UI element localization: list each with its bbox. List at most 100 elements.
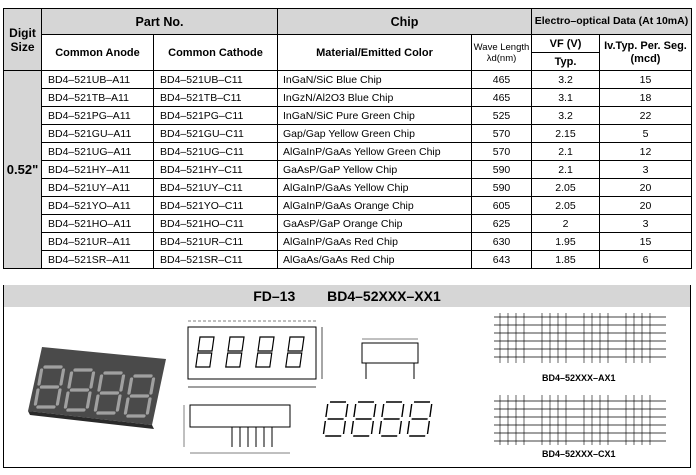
wave-cell: 630	[471, 232, 532, 251]
wave-cell: 570	[471, 142, 532, 161]
anode-part-cell: BD4–521PG–A11	[41, 106, 154, 125]
wave-cell: 605	[471, 196, 532, 215]
cathode-part-cell: BD4–521HY–C11	[153, 160, 278, 179]
wave-cell: 590	[471, 178, 532, 197]
iv-cell: 20	[599, 196, 692, 215]
material-header: Material/Emitted Color	[277, 34, 472, 71]
model-title-bar: FD–13 BD4–52XXX–XX1	[3, 285, 691, 308]
cathode-part-cell: BD4–521SR–C11	[153, 250, 278, 269]
anode-part-cell: BD4–521HO–A11	[41, 214, 154, 233]
common-cathode-header: Common Cathode	[153, 34, 278, 71]
table-row: 0.52" BD4–521UB–A11 BD4–521UB–C11 InGaN/…	[3, 70, 692, 269]
material-cell: AlGaInP/GaAs Orange Chip	[277, 196, 472, 215]
iv-cell: 6	[599, 250, 692, 269]
display-product-image	[28, 347, 166, 429]
segment-outline-drawing	[322, 401, 433, 437]
cathode-part-cell: BD4–521YO–C11	[153, 196, 278, 215]
iv-cell: 15	[599, 232, 692, 251]
anode-part-cell: BD4–521HY–A11	[41, 160, 154, 179]
wave-length-header: Wave Length λd(nm)	[471, 34, 532, 71]
wave-cell: 625	[471, 214, 532, 233]
spec-table: Digit Size Part No. Chip Electro–optical…	[3, 8, 692, 269]
vf-cell: 2.15	[531, 124, 600, 143]
anode-part-cell: BD4–521GU–A11	[41, 124, 154, 143]
iv-cell: 15	[599, 70, 692, 89]
spec-table-body: 0.52" BD4–521UB–A11 BD4–521UB–C11 InGaN/…	[3, 70, 692, 269]
vf-cell: 2.1	[531, 142, 600, 161]
material-cell: InGaN/SiC Pure Green Chip	[277, 106, 472, 125]
cathode-part-cell: BD4–521UG–C11	[153, 142, 278, 161]
anode-part-cell: BD4–521TB–A11	[41, 88, 154, 107]
iv-cell: 12	[599, 142, 692, 161]
anode-part-cell: BD4–521UR–A11	[41, 232, 154, 251]
wave-cell: 590	[471, 160, 532, 179]
common-anode-header: Common Anode	[41, 34, 154, 71]
anode-part-cell: BD4–521UY–A11	[41, 178, 154, 197]
material-cell: InGzN/Al2O3 Blue Chip	[277, 88, 472, 107]
digit-size-cell: 0.52"	[3, 70, 42, 269]
cathode-part-cell: BD4–521GU–C11	[153, 124, 278, 143]
iv-cell: 18	[599, 88, 692, 107]
vf-cell: 2.05	[531, 196, 600, 215]
wave-cell: 525	[471, 106, 532, 125]
side-view-drawing	[361, 338, 419, 379]
cathode-part-cell: BD4–521UB–C11	[153, 70, 278, 89]
anode-part-cell: BD4–521YO–A11	[41, 196, 154, 215]
anode-part-cell: BD4–521SR–A11	[41, 250, 154, 269]
material-cell: AlGaAs/GaAs Red Chip	[277, 250, 472, 269]
vf-cell: 2.05	[531, 178, 600, 197]
part-no-header: Part No.	[41, 8, 278, 35]
anode-circuit-caption: BD4–52XXX–AX1	[542, 373, 616, 383]
digit-size-header: Digit Size	[3, 8, 42, 71]
iv-header: Iv.Typ. Per. Seg. (mcd)	[599, 34, 692, 71]
vf-header: VF (V)	[531, 34, 600, 53]
anode-part-cell: BD4–521UB–A11	[41, 70, 154, 89]
model-series: BD4–52XXX–XX1	[327, 288, 441, 304]
iv-cell: 3	[599, 160, 692, 179]
iv-cell: 20	[599, 178, 692, 197]
drawings-panel: BD4–52XXX–AX1 BD4–52XXX–CX1	[3, 307, 691, 468]
electro-optical-header: Electro–optical Data (At 10mA)	[531, 8, 692, 35]
cathode-part-cell: BD4–521PG–C11	[153, 106, 278, 125]
material-cell: GaAsP/GaP Yellow Chip	[277, 160, 472, 179]
wave-cell: 465	[471, 88, 532, 107]
wave-cell: 465	[471, 70, 532, 89]
cathode-circuit-caption: BD4–52XXX–CX1	[542, 449, 616, 459]
typ-header: Typ.	[531, 52, 600, 71]
chip-header: Chip	[277, 8, 532, 35]
iv-cell: 3	[599, 214, 692, 233]
anode-part-cell: BD4–521UG–A11	[41, 142, 154, 161]
cathode-part-cell: BD4–521TB–C11	[153, 88, 278, 107]
vf-cell: 2.1	[531, 160, 600, 179]
vf-cell: 3.2	[531, 106, 600, 125]
pin-layout-drawing	[183, 404, 291, 454]
wave-cell: 570	[471, 124, 532, 143]
anode-circuit-diagram	[494, 313, 666, 363]
cathode-part-cell: BD4–521UY–C11	[153, 178, 278, 197]
material-cell: AlGaInP/GaAs Red Chip	[277, 232, 472, 251]
vf-cell: 1.95	[531, 232, 600, 251]
vf-cell: 1.85	[531, 250, 600, 269]
cathode-part-cell: BD4–521UR–C11	[153, 232, 278, 251]
material-cell: AlGaInP/GaAs Yellow Green Chip	[277, 142, 472, 161]
material-cell: AlGaInP/GaAs Yellow Chip	[277, 178, 472, 197]
cathode-circuit-diagram	[494, 395, 666, 445]
material-cell: InGaN/SiC Blue Chip	[277, 70, 472, 89]
material-cell: GaAsP/GaP Orange Chip	[277, 214, 472, 233]
iv-cell: 22	[599, 106, 692, 125]
vf-cell: 3.2	[531, 70, 600, 89]
front-dimension-drawing	[187, 320, 323, 388]
vf-cell: 3.1	[531, 88, 600, 107]
model-code: FD–13	[253, 288, 296, 304]
vf-cell: 2	[531, 214, 600, 233]
